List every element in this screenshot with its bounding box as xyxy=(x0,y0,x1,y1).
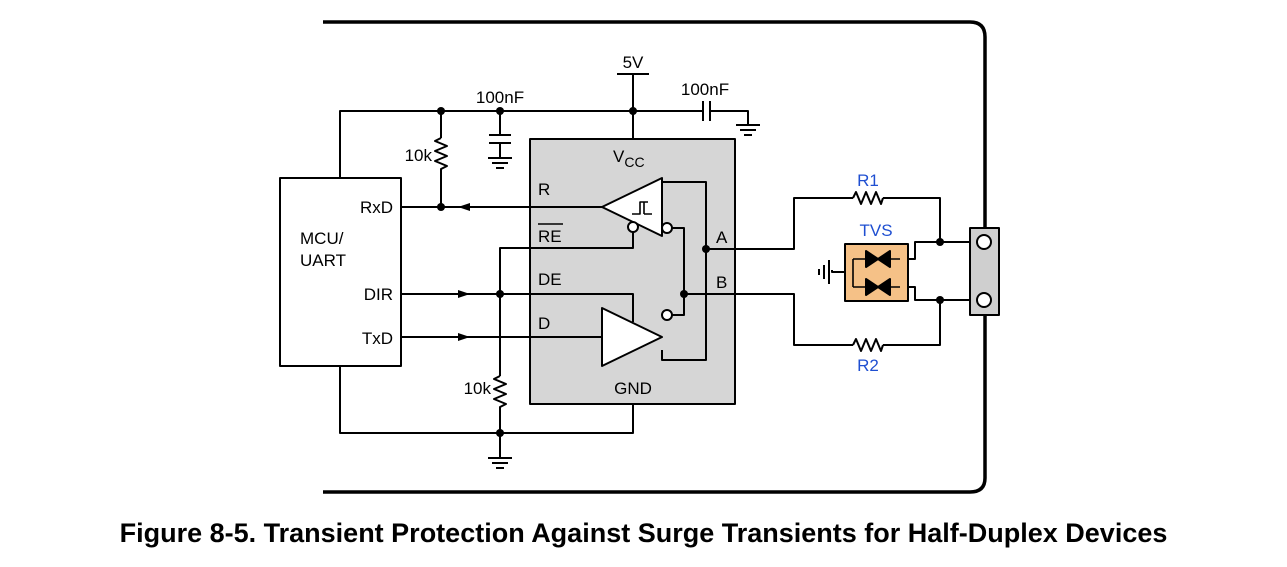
r1-resistor-icon xyxy=(852,191,884,205)
rxd-arrow-icon xyxy=(458,203,470,211)
mcu-name-line2: UART xyxy=(300,251,346,270)
r1-label: R1 xyxy=(857,171,879,190)
pin-re-label: RE xyxy=(538,227,562,246)
junction-dot xyxy=(702,245,710,253)
pin-d-label: D xyxy=(538,314,550,333)
connector-pin-b-icon xyxy=(976,292,992,308)
mcu-pin-dir: DIR xyxy=(364,285,393,304)
pulldown-resistor-icon xyxy=(493,375,507,410)
tvs-ground-wire xyxy=(831,270,845,273)
txd-arrow-icon xyxy=(458,333,470,341)
vcc-label: VCC xyxy=(613,147,645,170)
bus-b-wire xyxy=(735,293,975,346)
left-cap-label: 100nF xyxy=(476,88,524,107)
r2-resistor-icon xyxy=(852,338,884,352)
mcu-pin-txd: TxD xyxy=(362,329,393,348)
dir-arrow-icon xyxy=(458,290,470,298)
driver-enable-wire xyxy=(401,293,634,322)
pulldown-resistor-label: 10k xyxy=(464,379,492,398)
tvs-label: TVS xyxy=(859,221,892,240)
driver-b-bubble xyxy=(661,309,673,321)
mcu-name-line1: MCU/ xyxy=(300,229,344,248)
figure-caption: Figure 8-5. Transient Protection Against… xyxy=(119,518,1168,548)
junction-dot xyxy=(936,238,944,246)
tvs-diode-top2-icon xyxy=(877,250,891,268)
pin-b-label: B xyxy=(716,273,727,292)
supply-rail-wire xyxy=(339,110,633,178)
r2-label: R2 xyxy=(857,356,879,375)
internal-b-wire xyxy=(672,227,685,316)
bottom-ground-icon xyxy=(488,457,512,469)
junction-dot xyxy=(496,429,504,437)
re-inversion-bubble xyxy=(627,221,639,233)
junction-dot xyxy=(437,107,445,115)
receiver-b-bubble xyxy=(661,222,673,234)
connector-pin-a-icon xyxy=(976,234,992,250)
gnd-rail-wire xyxy=(339,366,634,434)
junction-dot xyxy=(680,290,688,298)
pin-a-label: A xyxy=(716,228,728,247)
bus-a-wire xyxy=(735,197,975,250)
junction-dot xyxy=(629,107,637,115)
tvs-diode-bottom2-icon xyxy=(877,278,891,296)
pin-de-label: DE xyxy=(538,270,562,289)
tvs-diode-top-icon xyxy=(865,250,879,268)
gnd-label: GND xyxy=(614,379,652,398)
junction-dot xyxy=(496,290,504,298)
re-enable-wire xyxy=(499,232,634,376)
tvs-diode-bottom-icon xyxy=(865,278,879,296)
tvs-ground-icon xyxy=(818,260,830,284)
junction-dot xyxy=(496,107,504,115)
schematic: 5V 100nF 100nF 10k 10k MCU/ UART RxD DIR… xyxy=(279,20,1000,494)
schmitt-symbol-icon xyxy=(632,201,652,215)
tvs-device xyxy=(844,243,909,302)
pin-r-label: R xyxy=(538,180,550,199)
mcu-pin-rxd: RxD xyxy=(360,198,393,217)
junction-dot xyxy=(437,203,445,211)
supply-label: 5V xyxy=(623,53,644,72)
tvs-wire-b xyxy=(908,286,940,301)
right-ground-icon xyxy=(736,124,760,136)
pullup-resistor-label: 10k xyxy=(405,146,433,165)
tvs-wire-a xyxy=(908,241,940,260)
pullup-resistor-icon xyxy=(434,137,448,172)
right-cap-label: 100nF xyxy=(681,80,729,99)
right-cap-wire xyxy=(633,110,749,125)
left-ground-icon xyxy=(488,157,512,169)
internal-a-wire xyxy=(661,181,707,361)
junction-dot xyxy=(936,296,944,304)
